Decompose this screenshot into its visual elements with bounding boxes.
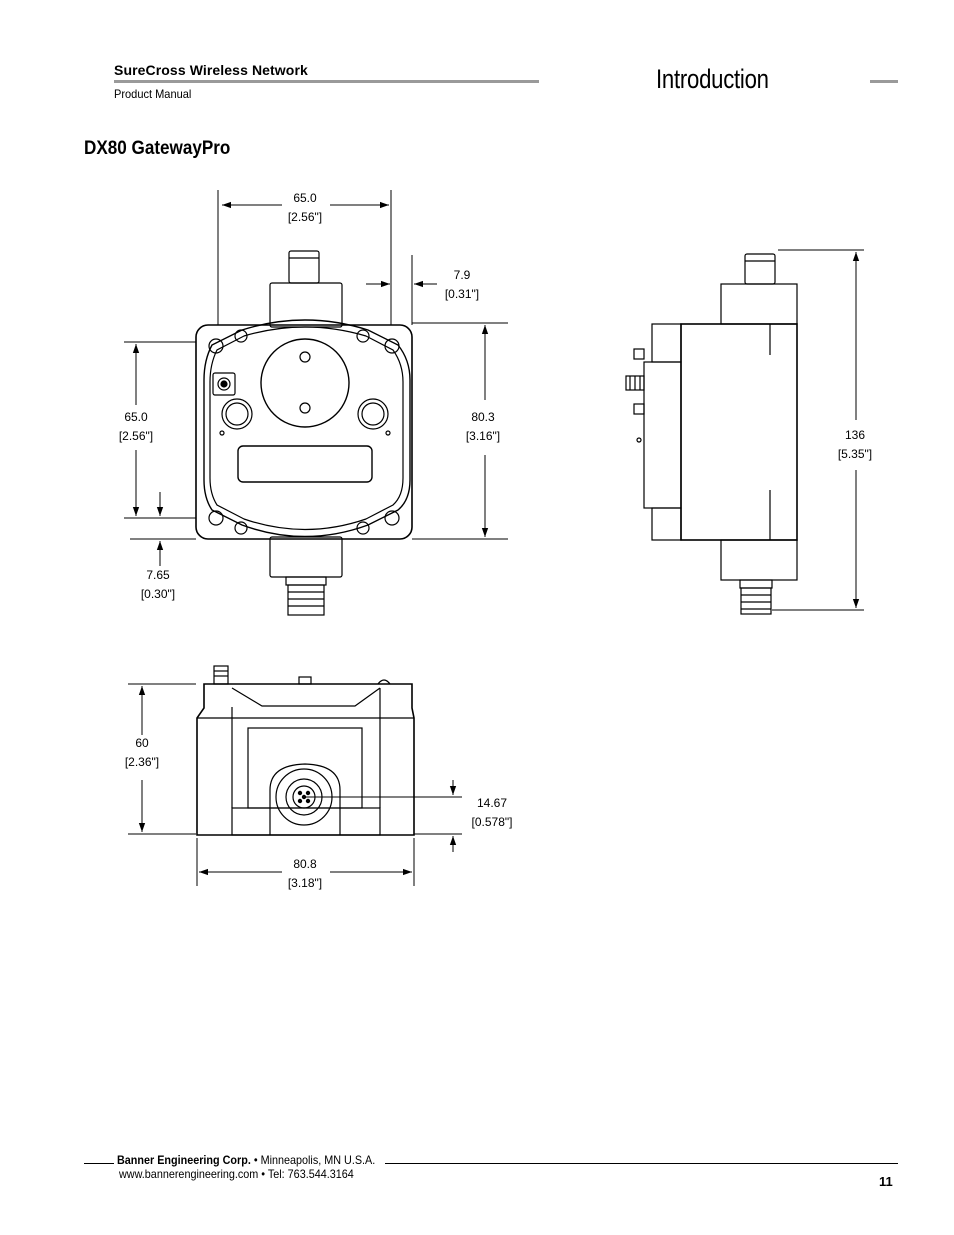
manual-subtitle: Product Manual (114, 87, 192, 101)
side-dimensions (772, 249, 864, 611)
side-height-mm: 136 (845, 428, 865, 442)
bottom-view (196, 665, 415, 836)
front-offset-in: [0.31"] (445, 287, 479, 301)
footer-location: • Minneapolis, MN U.S.A. (250, 1153, 376, 1167)
page-number: 11 (879, 1174, 893, 1189)
manual-title: SureCross Wireless Network (114, 62, 308, 78)
front-bottom-in: [0.30"] (141, 587, 175, 601)
footer-rule-left (84, 1163, 114, 1164)
header-rule-left (114, 80, 539, 83)
bottom-dimensions (128, 683, 462, 886)
bottom-height-mm: 60 (135, 736, 149, 750)
side-dim-labels: 136 [5.35"] (838, 428, 872, 461)
header-rule-right (870, 80, 898, 83)
footer-company-line: Banner Engineering Corp. • Minneapolis, … (117, 1153, 375, 1167)
bottom-dim-labels: 60 [2.36"] 14.67 [0.578"] 80.8 [3.18"] (125, 736, 513, 890)
front-height-in: [3.16"] (466, 429, 500, 443)
page-heading: DX80 GatewayPro (84, 138, 231, 159)
front-dim-labels: 65.0 [2.56"] 7.9 [0.31"] 65.0 [2.56"] 80… (119, 191, 500, 601)
section-title: Introduction (656, 64, 769, 94)
front-width-mm: 65.0 (293, 191, 317, 205)
front-mount-in: [2.56"] (119, 429, 153, 443)
footer-company: Banner Engineering Corp. (117, 1153, 251, 1167)
footer-rule-right (385, 1163, 898, 1164)
bottom-connector-mm: 14.67 (477, 796, 507, 810)
front-dimensions (124, 190, 508, 566)
bottom-connector-in: [0.578"] (472, 815, 513, 829)
side-height-in: [5.35"] (838, 447, 872, 461)
front-width-in: [2.56"] (288, 210, 322, 224)
side-view (625, 253, 798, 615)
bottom-height-in: [2.36"] (125, 755, 159, 769)
footer-contact: www.bannerengineering.com • Tel: 763.544… (119, 1167, 354, 1181)
front-view (195, 250, 413, 616)
front-bottom-mm: 7.65 (146, 568, 170, 582)
front-mount-mm: 65.0 (124, 410, 148, 424)
bottom-width-in: [3.18"] (288, 876, 322, 890)
front-offset-mm: 7.9 (454, 268, 471, 282)
front-height-mm: 80.3 (471, 410, 495, 424)
bottom-width-mm: 80.8 (293, 857, 317, 871)
